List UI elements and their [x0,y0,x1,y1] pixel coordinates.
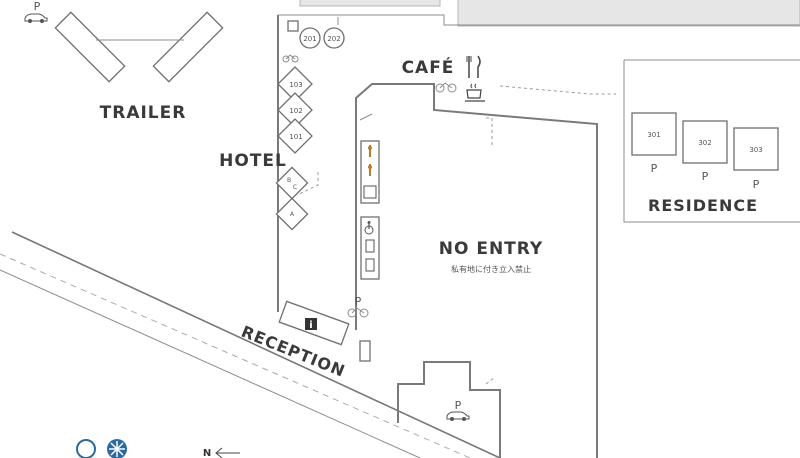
cafe-label: CAFÉ [402,56,455,78]
info-symbol: i [309,320,312,331]
bike-parking-icon [347,307,369,318]
facility-icon-2 [365,239,375,253]
bike-parking: P [347,295,369,318]
bicycle-icon [435,82,457,93]
hotel-room-202-label: 202 [327,35,340,43]
residence-parking-3: P [753,178,760,191]
residence-label: RESIDENCE [648,196,758,215]
shower-icon-2 [368,164,372,176]
shower-icon [368,145,372,157]
no-entry-sublabel: 私有地に付き立入禁止 [451,264,531,274]
residence-parking-1: P [651,162,658,175]
residence-unit-303[interactable] [733,127,779,171]
top-parcel-left [299,0,441,7]
circle-legend-icon [76,439,96,458]
hotel-room-201[interactable] [299,27,321,49]
bottom-parking-p: P [455,399,462,412]
car-icon [24,13,48,23]
facility-icon-3 [365,258,375,272]
toilet-icon [363,185,377,199]
trailer-unit-left[interactable] [54,11,126,83]
hotel-bike-icon [282,54,299,63]
hotel-room-201-label: 201 [303,35,316,43]
hotel-room-102[interactable] [277,92,313,128]
trailer-area: P TRAILER [24,0,224,123]
main-road [0,231,501,458]
hotel-grounds [277,14,800,312]
hotel-room-a[interactable] [275,197,309,231]
residence-unit-301-label: 301 [647,131,660,139]
main-building [355,83,598,458]
residence-unit-301[interactable] [631,112,677,156]
no-entry-label: NO ENTRY [439,239,544,259]
reception-area: i RECEPTION [239,300,350,381]
snowflake-legend-icon [107,439,127,458]
path-residence [499,85,616,95]
bike-parking-p: P [355,295,362,308]
cafe-area: CAFÉ [402,55,485,102]
fork-knife-icon [466,55,481,78]
hotel-room-202[interactable] [323,27,345,49]
hotel-small-box [287,20,299,32]
hotel-room-101-label: 101 [289,133,302,141]
coffee-cup-icon [465,83,485,102]
trailer-label: TRAILER [100,103,187,123]
hotel-room-103-label: 103 [289,81,302,89]
path-cafe [486,117,493,148]
top-parcel-right [457,0,800,27]
facility-strip [360,140,380,280]
hotel-room-a-label: A [290,211,295,218]
accessible-icon [364,221,374,235]
residence-parking-2: P [702,170,709,183]
residence-area: 301 302 303 P P P RESIDENCE [623,59,800,223]
hotel-label: HOTEL [219,151,287,171]
small-structure [359,340,371,362]
hotel-room-c-label: C [293,184,297,191]
path-hotel [296,172,319,196]
hotel-room-102-label: 102 [289,107,302,115]
hotel-rooms: 201 202 103 102 101 B C A HOTEL [219,20,345,231]
hotel-room-b-label: B [287,177,291,184]
hotel-room-103[interactable] [277,66,313,102]
hotel-room-bc[interactable] [275,166,309,200]
info-icon[interactable] [305,318,317,330]
north-arrow-icon [215,447,240,458]
hotel-room-101[interactable] [277,118,313,154]
residence-unit-303-label: 303 [749,146,762,154]
residence-unit-302[interactable] [682,120,728,164]
bottom-car-icon [446,411,470,421]
parking-building [397,361,501,458]
trailer-parking: P [34,0,41,13]
trailer-unit-right[interactable] [152,11,224,83]
north-label: N [203,448,211,458]
residence-unit-302-label: 302 [698,139,711,147]
path-bottom [485,377,495,385]
